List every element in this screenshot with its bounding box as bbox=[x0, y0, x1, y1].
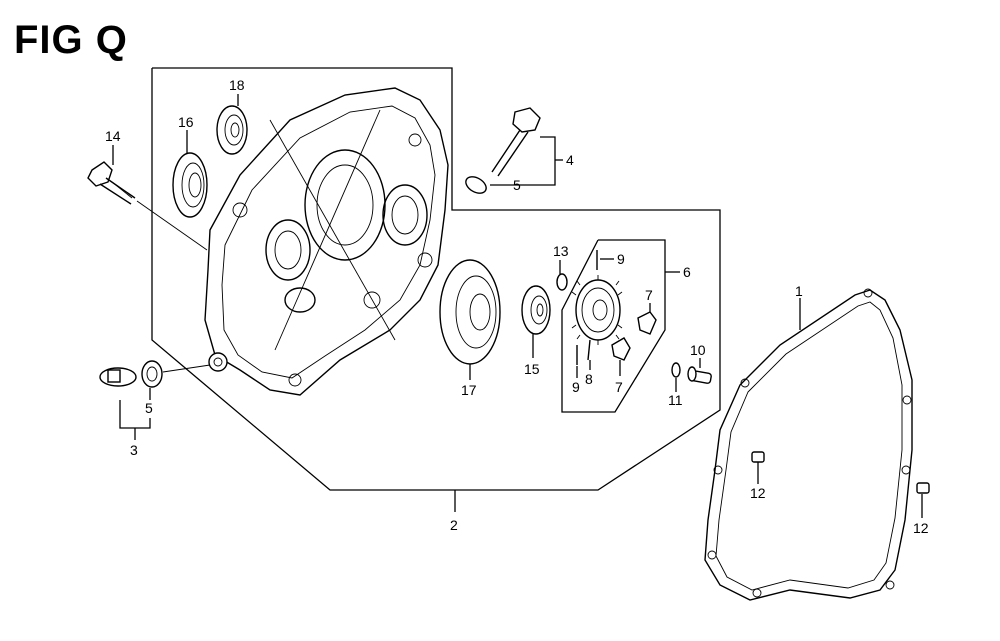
callout-2: 2 bbox=[450, 517, 458, 533]
callout-12a: 12 bbox=[750, 485, 766, 501]
oil-plug-4 bbox=[465, 107, 541, 194]
bearing-16 bbox=[172, 152, 208, 218]
washer-13 bbox=[556, 273, 568, 291]
bearing-17 bbox=[439, 259, 501, 365]
callout-9b: 9 bbox=[572, 379, 580, 395]
governor-gear-8 bbox=[571, 275, 623, 361]
governor-6-outline bbox=[561, 239, 666, 413]
callout-14: 14 bbox=[105, 128, 121, 144]
dowel-pin-12-left bbox=[751, 451, 765, 463]
callout-7a: 7 bbox=[645, 287, 653, 303]
washer-11 bbox=[671, 362, 681, 378]
callout-13: 13 bbox=[553, 243, 569, 259]
weight-7-upper bbox=[637, 311, 657, 335]
dowel-pin-12-right bbox=[916, 482, 930, 494]
callout-11: 11 bbox=[668, 392, 683, 408]
oil-plug-3 bbox=[99, 360, 211, 388]
callout-4: 4 bbox=[566, 152, 574, 168]
gasket-1 bbox=[704, 288, 913, 601]
seal-18 bbox=[216, 105, 248, 155]
callout-6: 6 bbox=[683, 264, 691, 280]
callout-3: 3 bbox=[130, 442, 138, 458]
callout-1: 1 bbox=[795, 283, 803, 299]
weight-7-lower bbox=[611, 337, 631, 361]
callout-7b: 7 bbox=[615, 379, 623, 395]
callout-9a: 9 bbox=[617, 251, 625, 267]
callout-8: 8 bbox=[585, 371, 593, 387]
callout-12b: 12 bbox=[913, 520, 929, 536]
figure-title: FIG Q bbox=[14, 18, 128, 62]
callout-10: 10 bbox=[690, 342, 706, 358]
seal-15 bbox=[521, 285, 551, 335]
callout-16: 16 bbox=[178, 114, 194, 130]
callout-15: 15 bbox=[524, 361, 540, 377]
callout-5a: 5 bbox=[513, 177, 521, 193]
bolt-14 bbox=[87, 161, 208, 251]
callout-5b: 5 bbox=[145, 400, 153, 416]
crankcase-cover bbox=[204, 87, 449, 396]
leader-4 bbox=[510, 136, 556, 186]
callout-18: 18 bbox=[229, 77, 245, 93]
shaft-10 bbox=[687, 366, 712, 384]
callout-17: 17 bbox=[461, 382, 477, 398]
assembly-2-outline bbox=[151, 67, 721, 491]
